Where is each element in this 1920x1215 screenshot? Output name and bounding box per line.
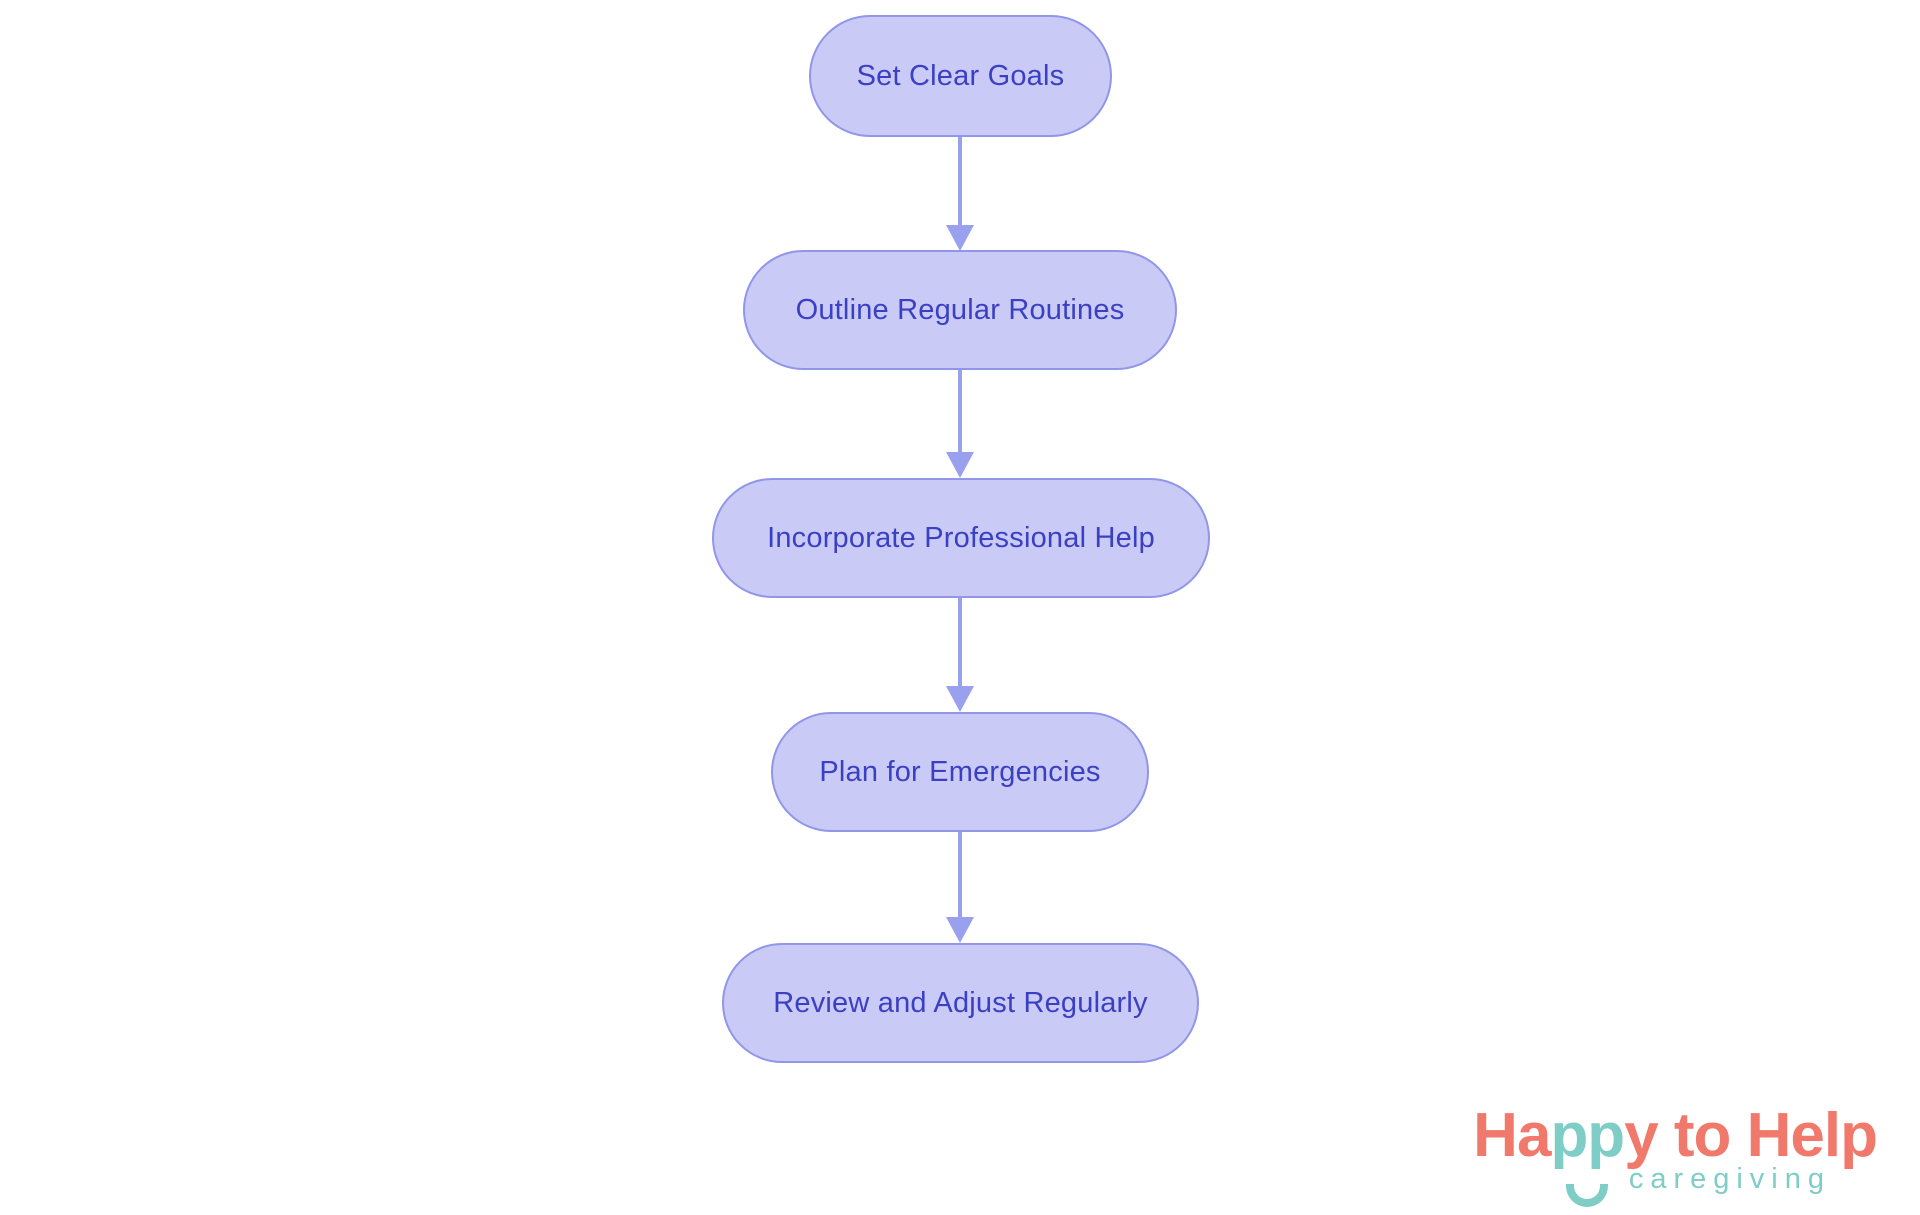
- flow-node-label: Set Clear Goals: [856, 59, 1065, 92]
- wordmark-segment-ha: Ha: [1473, 1101, 1551, 1170]
- flow-node-label: Plan for Emergencies: [819, 755, 1101, 788]
- wordmark-segment-pp: pp: [1550, 1101, 1625, 1170]
- connector-line-4: [958, 832, 962, 917]
- connector-line-1: [958, 137, 962, 225]
- arrowhead-down-icon: [946, 452, 974, 478]
- flow-node-review-and-adjust-regularly: Review and Adjust Regularly: [722, 943, 1199, 1063]
- brand-tagline: caregiving: [1628, 1163, 1831, 1195]
- flow-node-label: Incorporate Professional Help: [767, 521, 1155, 554]
- smile-icon: [1566, 1184, 1609, 1207]
- flow-node-label: Review and Adjust Regularly: [773, 986, 1148, 1019]
- flow-node-label: Outline Regular Routines: [795, 293, 1125, 326]
- arrowhead-down-icon: [946, 917, 974, 943]
- wordmark-segment-y-to-help: y to Help: [1624, 1101, 1878, 1170]
- arrowhead-down-icon: [946, 225, 974, 251]
- flow-node-outline-regular-routines: Outline Regular Routines: [743, 250, 1177, 370]
- connector-line-3: [958, 598, 962, 686]
- arrowhead-down-icon: [946, 686, 974, 712]
- flow-node-incorporate-professional-help: Incorporate Professional Help: [712, 478, 1210, 598]
- flow-node-set-clear-goals: Set Clear Goals: [809, 15, 1112, 137]
- connector-line-2: [958, 370, 962, 452]
- flow-node-plan-for-emergencies: Plan for Emergencies: [771, 712, 1149, 832]
- wordmark-segment-pp-wrap: pp: [1550, 1105, 1625, 1207]
